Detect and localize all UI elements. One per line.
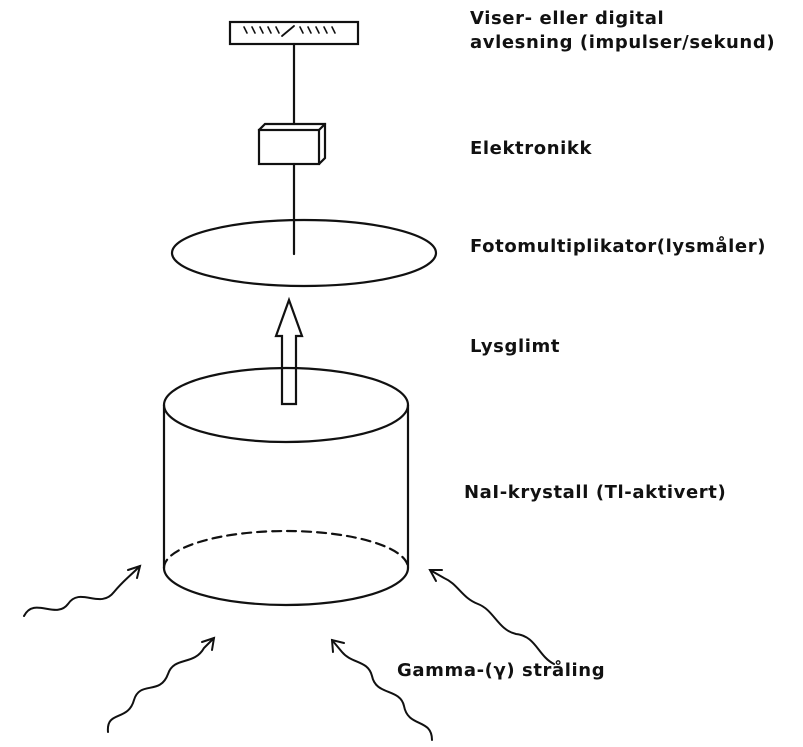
nai-crystal-cylinder xyxy=(162,366,410,607)
label-radiation: Gamma-(γ) stråling xyxy=(397,660,606,681)
label-display-line2: avlesning (impulser/sekund) xyxy=(470,32,776,53)
gamma-ray-arrows xyxy=(23,564,555,741)
meter-needle xyxy=(281,25,295,37)
meter-scale-ticks xyxy=(243,26,336,34)
gamma-ray-left xyxy=(23,565,141,617)
label-light-flash: Lysglimt xyxy=(470,336,561,357)
electronics-box xyxy=(257,122,327,166)
photomultiplier-ellipse xyxy=(170,218,438,288)
gamma-ray-bottom-right xyxy=(331,639,433,741)
light-flash-arrow xyxy=(274,296,304,406)
arrowhead-bottom-right xyxy=(330,638,345,653)
gamma-ray-right xyxy=(429,569,555,665)
gamma-ray-bottom-left xyxy=(106,637,215,733)
label-display-line1: Viser- eller digital xyxy=(470,8,665,29)
label-crystal: NaI-krystall (Tl-aktivert) xyxy=(464,482,727,503)
meter-display xyxy=(228,20,360,46)
label-photomultiplier: Fotomultiplikator(lysmåler) xyxy=(470,236,767,257)
arrowhead-right xyxy=(428,569,443,582)
arrowhead-bottom-left xyxy=(201,636,216,651)
arrowhead-left xyxy=(127,564,142,579)
label-electronics: Elektronikk xyxy=(470,138,593,159)
